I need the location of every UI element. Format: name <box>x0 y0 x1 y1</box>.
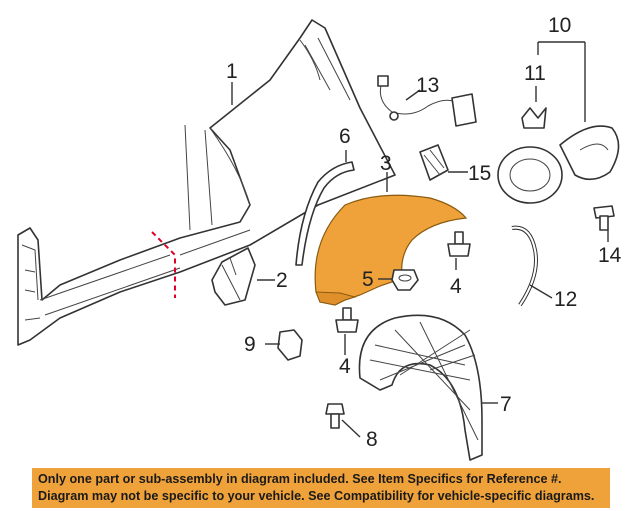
callout-7: 7 <box>500 393 512 416</box>
callout-11: 11 <box>524 62 546 85</box>
callout-8: 8 <box>366 428 378 451</box>
callout-4-lower: 4 <box>339 355 351 378</box>
part-7-wheel-liner <box>358 314 483 461</box>
part-4-push-pin-lower <box>335 307 359 333</box>
part-5-nut <box>391 269 419 291</box>
disclaimer-line-2: Diagram may not be specific to your vehi… <box>38 489 595 503</box>
leader-lines <box>231 41 609 438</box>
disclaimer-line-1: Only one part or sub-assembly in diagram… <box>38 472 562 486</box>
callout-10: 10 <box>548 14 571 37</box>
callout-6: 6 <box>339 125 351 148</box>
part-9-clip <box>277 329 303 361</box>
callout-12: 12 <box>554 288 577 311</box>
part-1-body-side-panel <box>17 19 396 346</box>
part-8-bolt <box>325 403 345 429</box>
callout-4-upper: 4 <box>450 275 462 298</box>
callout-9: 9 <box>244 333 256 356</box>
part-14-screw <box>593 205 615 231</box>
callout-3: 3 <box>380 152 392 175</box>
part-12-hose <box>511 225 538 307</box>
disclaimer-banner: Only one part or sub-assembly in diagram… <box>32 468 610 508</box>
callout-14: 14 <box>598 244 622 267</box>
part-2-bracket <box>211 247 256 306</box>
callout-2: 2 <box>276 269 288 292</box>
part-11-spring <box>521 107 547 129</box>
callout-15: 15 <box>468 162 491 185</box>
part-6-molding <box>295 161 355 266</box>
callout-5: 5 <box>362 268 374 291</box>
part-10-fuel-door <box>497 125 620 204</box>
cut-line <box>151 231 176 298</box>
callout-1: 1 <box>226 60 238 83</box>
callout-13: 13 <box>416 74 439 97</box>
part-4-push-pin-upper <box>447 231 471 257</box>
part-3-quarter-panel-highlight <box>314 194 468 306</box>
part-15-actuator <box>419 144 449 181</box>
part-13-harness <box>377 75 477 127</box>
